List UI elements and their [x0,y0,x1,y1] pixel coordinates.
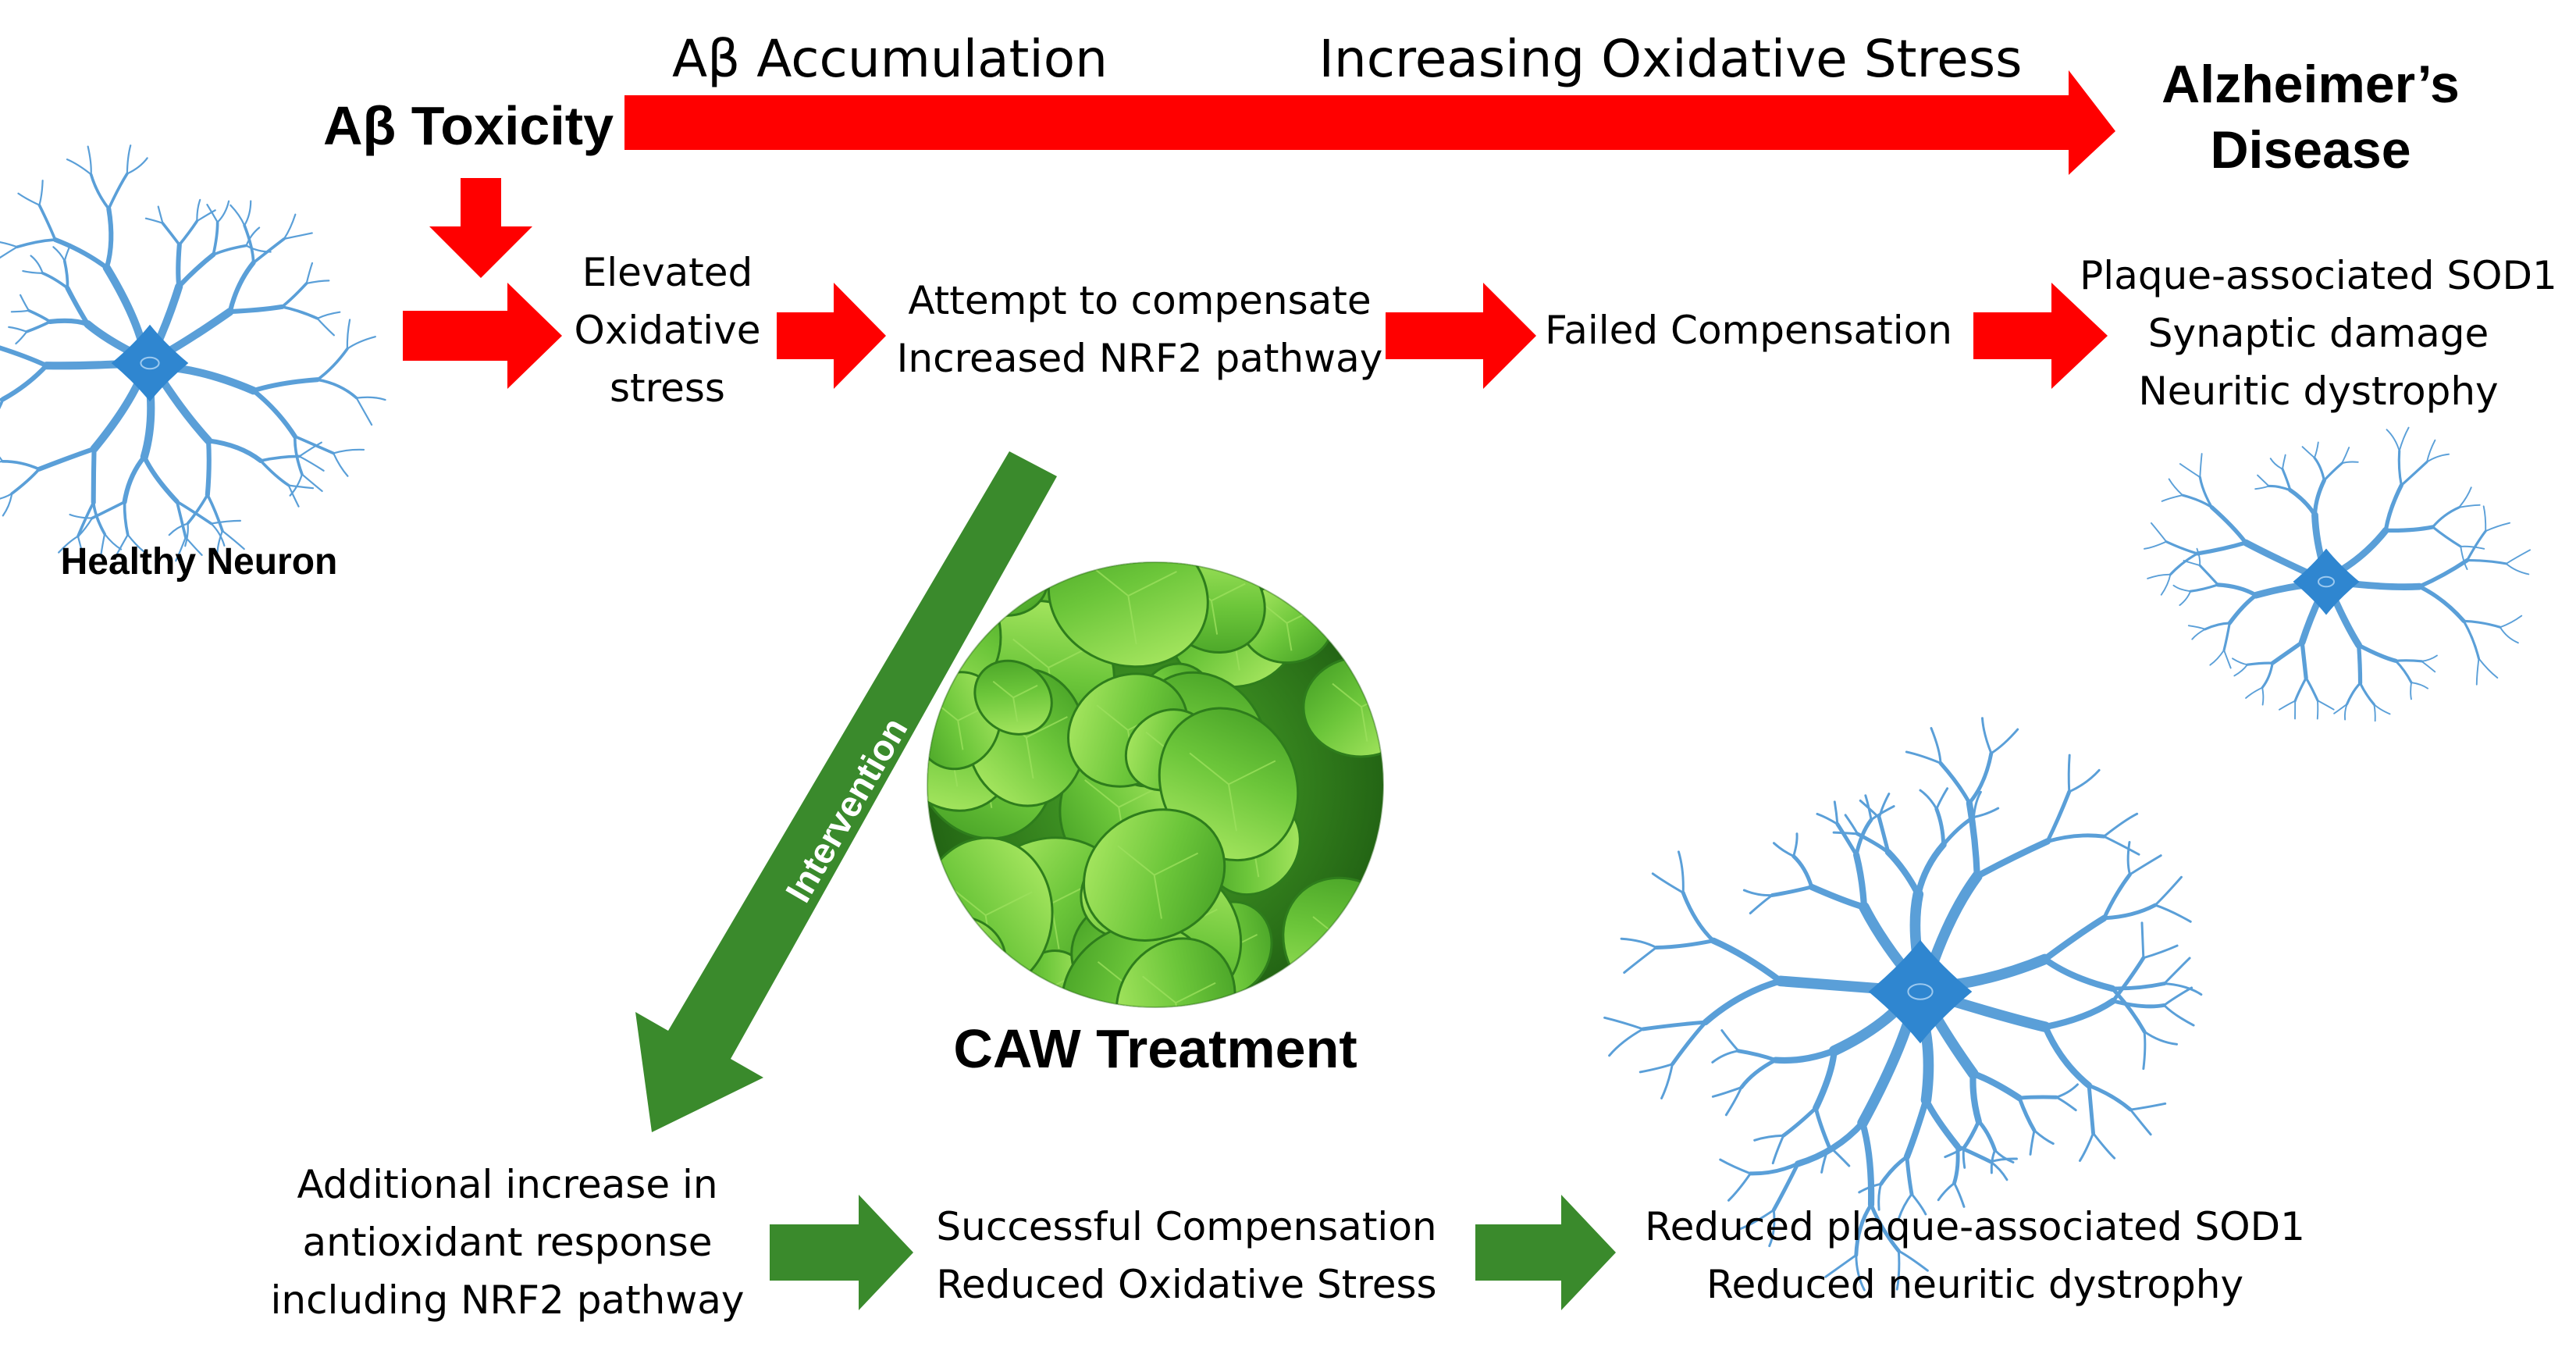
healthy-neuron-icon [0,144,386,562]
successful-compensation-label: Successful Compensation Reduced Oxidativ… [936,1204,1437,1307]
elevated-oxidative-stress-label: Elevated Oxidative stress [574,250,761,411]
attempt-to-compensate-label: Attempt to compensate Increased NRF2 pat… [896,278,1383,381]
oxidative-stress-progression-arrow [624,70,2115,175]
abeta-accumulation-label: Aβ Accumulation [672,29,1108,89]
reduced-sod1-dystrophy-label: Reduced plaque-associated SOD1 Reduced n… [1645,1204,2305,1307]
increasing-oxidative-stress-label: Increasing Oxidative Stress [1318,29,2023,89]
caw-treatment-label: CAW Treatment [953,1018,1357,1079]
red-arrow-2 [777,283,886,389]
green-arrow-1 [770,1195,913,1310]
intervention-arrow [635,451,1057,1132]
alzheimers-disease-label: Alzheimer’s Disease [2161,55,2460,180]
green-arrow-2 [1475,1195,1616,1310]
red-arrow-3 [1386,283,1536,389]
red-arrow-1 [403,283,562,389]
abeta-toxicity-label: Aβ Toxicity [322,95,614,156]
ad-outcomes-label: Plaque-associated SOD1 Synaptic damage N… [2080,253,2557,414]
toxicity-down-arrow [429,178,532,278]
healthy-neuron-label: Healthy Neuron [60,541,338,583]
failed-compensation-label: Failed Compensation [1545,308,1952,353]
additional-antioxidant-response-label: Additional increase in antioxidant respo… [270,1162,745,1323]
protected-neuron-icon [1603,717,2203,1292]
damaged-neuron-icon [2144,426,2532,722]
red-arrow-4 [1973,283,2108,389]
